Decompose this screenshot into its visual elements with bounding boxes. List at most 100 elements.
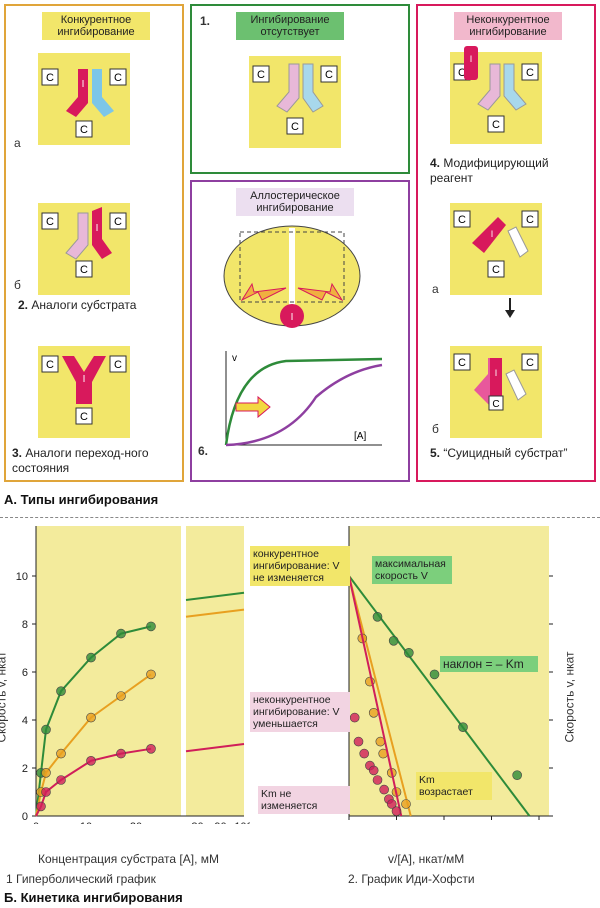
label-a: а (14, 136, 21, 150)
data-point (353, 736, 364, 747)
data-point (146, 744, 156, 754)
y-tick-label: 6 (22, 667, 28, 679)
svg-text:C: C (114, 216, 122, 228)
svg-text:C: C (458, 67, 466, 79)
data-point (429, 669, 440, 680)
svg-text:C: C (492, 264, 500, 276)
annotation-noncompetitive: неконкурентное ингибирование: V уменьшае… (250, 692, 350, 732)
data-point (368, 765, 379, 776)
svg-text:C: C (458, 214, 466, 226)
svg-text:C: C (46, 72, 54, 84)
series-curve-extension (185, 608, 245, 618)
svg-text:C: C (46, 359, 54, 371)
competitive-header: Конкурентное ингибирование (42, 12, 150, 40)
data-point (41, 787, 51, 797)
data-point (512, 770, 522, 780)
data-point (41, 768, 51, 778)
no-inhibition-header: Ингибирование отсутствует (236, 12, 344, 40)
enzyme-diagram-suicide-a: C C C I (450, 203, 542, 295)
y-tick-label: 2 (22, 763, 28, 775)
annotation-km-increases: Km возрастает (416, 772, 492, 800)
svg-text:I: I (495, 368, 498, 378)
x-tick-label: 100 (234, 821, 250, 824)
svg-text:C: C (114, 359, 122, 371)
data-point (359, 748, 370, 759)
svg-text:C: C (291, 121, 299, 133)
svg-text:I: I (83, 374, 86, 385)
data-point (372, 775, 383, 785)
data-point (116, 691, 126, 701)
data-point (372, 612, 383, 622)
data-point (86, 652, 96, 663)
svg-text:C: C (526, 67, 534, 79)
svg-text:I: I (96, 223, 99, 234)
data-point (86, 712, 96, 723)
svg-text:[A]: [A] (354, 431, 366, 442)
enzyme-diagram-transition-state: C C C I (38, 346, 130, 438)
hyperbolic-plot: 0246810010208090100 (16, 526, 250, 824)
y-tick-label: 8 (22, 619, 28, 631)
svg-text:C: C (80, 124, 88, 136)
competitive-inhibition-panel: Конкурентное ингибирование C C C I а C C… (4, 4, 184, 482)
allosteric-header: Аллостерическое ингибирование (236, 188, 354, 216)
enzyme-diagram-no-inhibition: C C C (249, 56, 341, 148)
label-a: а (432, 282, 439, 296)
x-tick-label: 10 (80, 821, 92, 824)
no-inhibition-panel: 1. Ингибирование отсутствует C C C (190, 4, 410, 174)
panel-number-6: 6. (198, 444, 209, 458)
noncompetitive-header: Неконкурентное ингибирование (454, 12, 562, 40)
data-point (56, 775, 66, 785)
svg-text:I: I (470, 54, 473, 64)
caption-suicide-substrate: 5. “Суицидный субстрат” (430, 446, 568, 460)
annotation-km-unchanged: Km не изменяется (258, 786, 350, 814)
data-point (349, 712, 360, 723)
data-point (386, 799, 397, 809)
caption-modifying-reagent: 4. Модифицирующий реагент (430, 156, 549, 185)
eadie-hofstee-y-axis-label: Скорость v, нкат (562, 651, 577, 743)
data-point (116, 748, 126, 759)
svg-text:I: I (82, 79, 85, 90)
down-arrow-icon (505, 298, 515, 318)
allosteric-rate-plot: v [A] (224, 351, 383, 447)
data-point (56, 748, 66, 759)
data-point (388, 636, 399, 646)
svg-text:C: C (492, 119, 500, 131)
svg-text:C: C (80, 411, 88, 423)
series-line (348, 575, 403, 817)
data-point (41, 724, 51, 735)
x-tick-label: 90 (214, 821, 226, 824)
svg-text:C: C (492, 399, 499, 410)
data-point (146, 669, 156, 680)
series-curve-extension (185, 591, 245, 601)
annotation-slope: наклон = – Km (440, 656, 538, 672)
data-point (56, 686, 66, 696)
svg-text:C: C (458, 357, 466, 369)
x-tick-label: 80 (191, 821, 203, 824)
data-point (404, 648, 414, 658)
svg-text:C: C (46, 216, 54, 228)
x-tick-label: 20 (130, 821, 142, 824)
svg-text:I: I (491, 229, 494, 239)
data-point (116, 628, 126, 639)
section-divider (0, 517, 600, 518)
allosteric-inhibition-panel: Аллостерическое ингибирование I v [A] 6. (190, 180, 410, 482)
caption-transition-state-analogs: 3. Аналоги переход-ного состояния (12, 446, 149, 475)
svg-text:C: C (80, 264, 88, 276)
enzyme-diagram-competitive-a: C C C I (38, 53, 130, 145)
eadie-hofstee-caption: 2. График Иди-Хофсти (348, 872, 475, 886)
hyperbolic-y-axis-label: Скорость v, нкат (0, 651, 9, 743)
enzyme-diagram-suicide-b: C C I C (450, 346, 542, 438)
data-point (458, 722, 468, 732)
data-point (36, 801, 46, 812)
hyperbolic-x-axis-label: Концентрация субстрата [A], мM (38, 852, 219, 866)
series-line (348, 575, 412, 817)
y-tick-label: 0 (22, 811, 28, 823)
svg-text:C: C (257, 69, 265, 81)
annotation-vmax: максимальная скорость V (372, 556, 452, 584)
label-b: б (432, 422, 439, 436)
section-b-title: Б. Кинетика ингибирования (4, 890, 183, 905)
section-a-title: А. Типы ингибирования (4, 492, 159, 507)
noncompetitive-inhibition-panel: Неконкурентное ингибирование C C C I 4. … (416, 4, 596, 482)
data-point (401, 799, 411, 809)
x-tick-label: 0 (33, 821, 39, 824)
